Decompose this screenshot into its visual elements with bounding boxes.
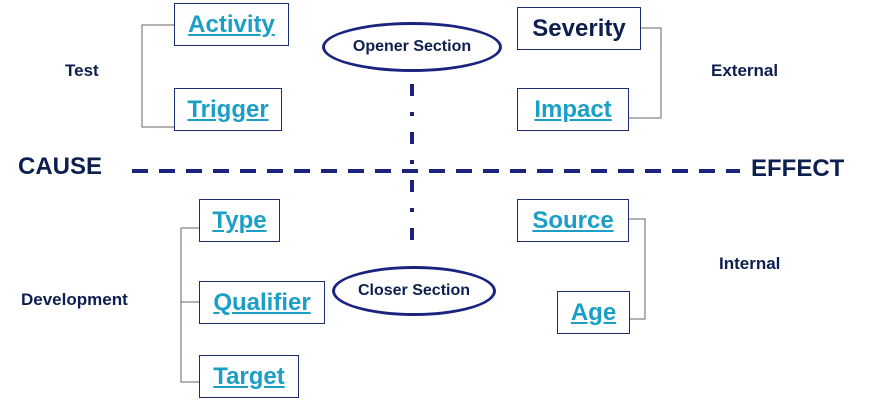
impact-box[interactable]: Impact (517, 88, 629, 131)
type-box[interactable]: Type (199, 199, 280, 242)
test-bracket (141, 24, 174, 128)
severity-box: Severity (517, 7, 641, 50)
closer-section-oval: Closer Section (332, 266, 496, 316)
source-box[interactable]: Source (517, 199, 629, 242)
external-bracket (629, 27, 662, 119)
group-label-development: Development (21, 290, 128, 309)
cause-label: CAUSE (18, 153, 103, 180)
group-label-test: Test (65, 61, 99, 80)
age-box[interactable]: Age (557, 291, 630, 334)
group-label-external: External (711, 61, 779, 80)
qualifier-box[interactable]: Qualifier (199, 281, 325, 324)
effect-label: EFFECT (751, 155, 845, 182)
target-box[interactable]: Target (199, 355, 299, 398)
opener-section-oval: Opener Section (322, 22, 502, 72)
trigger-box[interactable]: Trigger (174, 88, 282, 131)
activity-box[interactable]: Activity (174, 3, 289, 46)
group-label-internal: Internal (719, 254, 781, 273)
development-bracket (180, 227, 199, 383)
internal-bracket (629, 218, 646, 320)
